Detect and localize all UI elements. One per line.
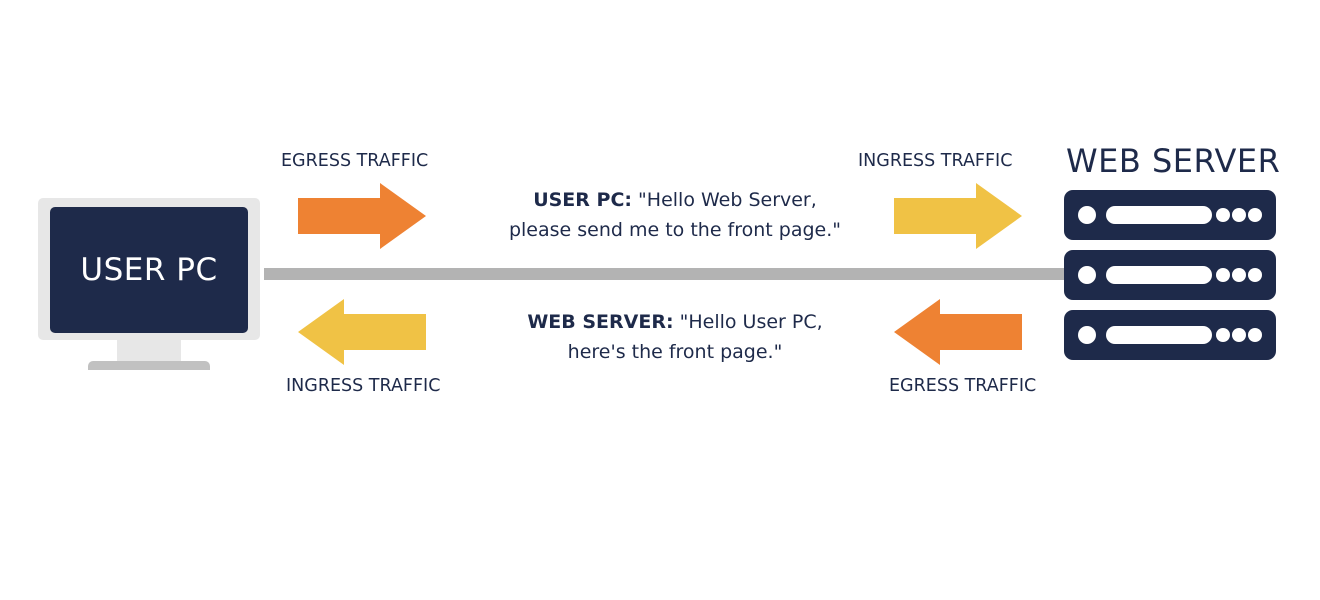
user-pc-stand [117, 340, 181, 362]
rack-dot [1216, 328, 1230, 342]
rack-dot [1248, 328, 1262, 342]
rack-drive-slot [1106, 326, 1212, 344]
user-pc-base [88, 361, 210, 370]
egress-traffic-label-bottom: EGRESS TRAFFIC [889, 376, 1037, 396]
response-message-line-1: WEB SERVER: "Hello User PC, [445, 307, 905, 337]
rack-drive-slot [1106, 266, 1212, 284]
ingress-traffic-label-top: INGRESS TRAFFIC [858, 151, 1013, 171]
request-speaker: USER PC: [533, 189, 632, 211]
egress-arrow-left-icon [894, 299, 1022, 365]
rack-led [1078, 266, 1096, 284]
rack-dot [1248, 208, 1262, 222]
request-message: USER PC: "Hello Web Server, please send … [445, 185, 905, 245]
rack-dot [1248, 268, 1262, 282]
response-message: WEB SERVER: "Hello User PC, here's the f… [445, 307, 905, 367]
server-rack-unit-icon [1064, 250, 1276, 300]
user-pc-screen: USER PC [50, 207, 248, 333]
ingress-traffic-label-bottom: INGRESS TRAFFIC [286, 376, 441, 396]
request-text-1: "Hello Web Server, [632, 189, 817, 211]
egress-arrow-right-icon [298, 183, 426, 249]
egress-traffic-label-top: EGRESS TRAFFIC [281, 151, 429, 171]
user-pc-label: USER PC [80, 252, 218, 288]
request-message-line-1: USER PC: "Hello Web Server, [445, 185, 905, 215]
rack-dot [1216, 208, 1230, 222]
server-rack-unit-icon [1064, 190, 1276, 240]
request-message-line-2: please send me to the front page." [508, 219, 842, 241]
rack-dot [1232, 208, 1246, 222]
web-server-title: WEB SERVER [1066, 142, 1281, 180]
rack-dot [1232, 268, 1246, 282]
rack-dot [1216, 268, 1230, 282]
rack-dot [1232, 328, 1246, 342]
response-speaker: WEB SERVER: [527, 311, 674, 333]
rack-led [1078, 326, 1096, 344]
server-rack-unit-icon [1064, 310, 1276, 360]
response-text-1: "Hello User PC, [673, 311, 823, 333]
ingress-arrow-right-icon [894, 183, 1022, 249]
ingress-arrow-left-icon [298, 299, 426, 365]
network-connection-line [264, 268, 1076, 280]
rack-drive-slot [1106, 206, 1212, 224]
rack-led [1078, 206, 1096, 224]
response-message-line-2: here's the front page." [567, 341, 783, 363]
